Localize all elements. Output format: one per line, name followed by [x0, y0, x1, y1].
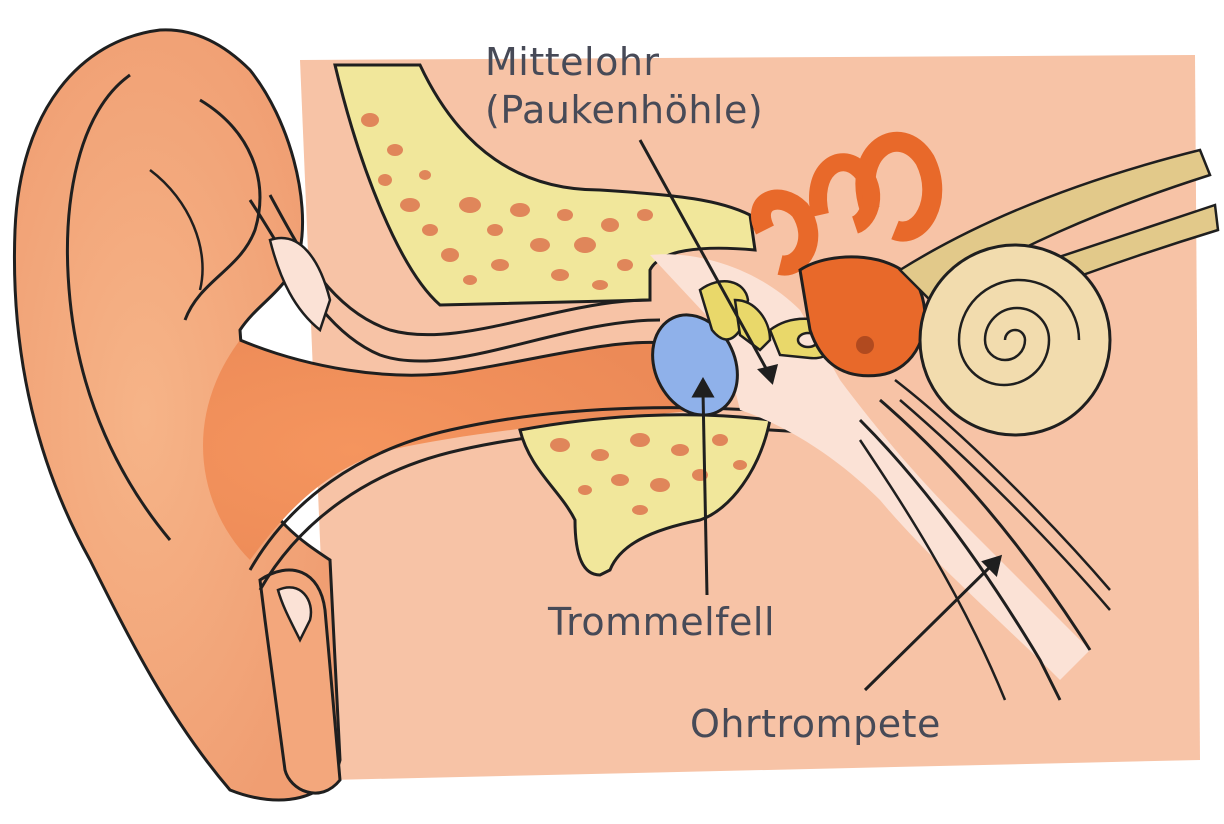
middle-ear-sublabel: (Paukenhöhle) [485, 88, 763, 132]
cochlea [920, 245, 1110, 435]
eardrum-label: Trommelfell [548, 600, 775, 644]
middle-ear-label: Mittelohr [485, 40, 660, 84]
eustachian-tube-label: Ohrtrompete [690, 702, 941, 746]
